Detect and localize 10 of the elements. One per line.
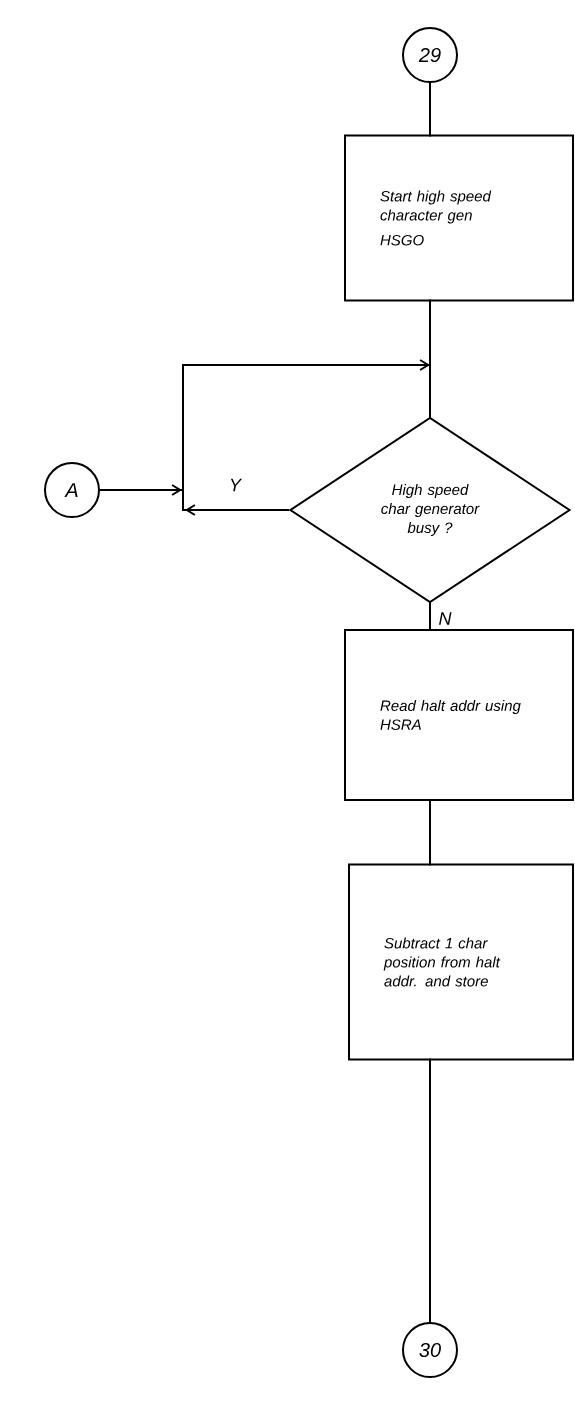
process-box: Start high speed character gen HSGO <box>344 134 574 302</box>
connector-line <box>429 80 431 138</box>
edge-label: Y <box>227 476 243 494</box>
process-box: Subtract 1 char position from halt addr. and store <box>348 863 574 1061</box>
connector-line <box>429 798 431 867</box>
connector-line <box>429 1057 431 1325</box>
process-box: Read halt addr using HSRA <box>344 629 574 801</box>
connector-line <box>429 600 431 632</box>
edge-label: N <box>436 610 454 627</box>
connector-line <box>429 298 431 420</box>
